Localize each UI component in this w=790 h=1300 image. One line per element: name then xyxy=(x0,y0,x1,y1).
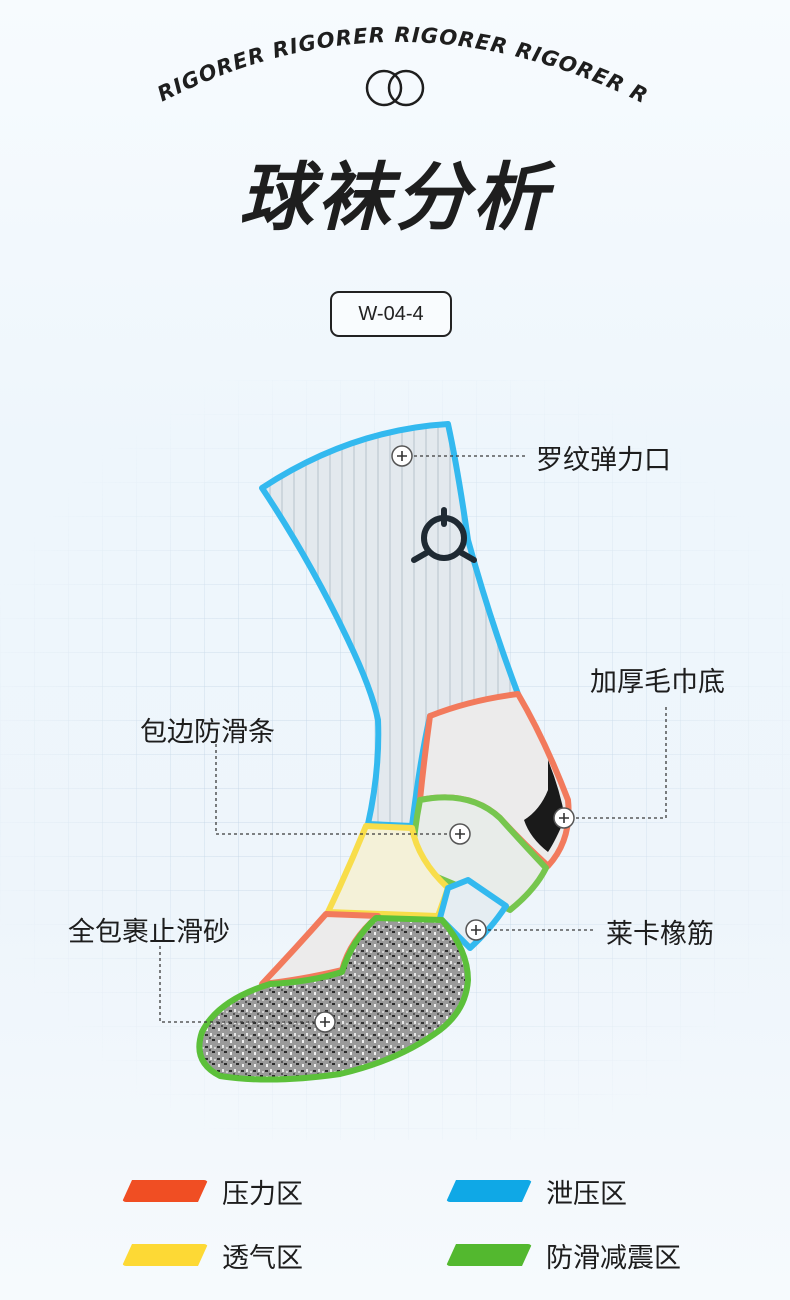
legend-label-antislip: 防滑减震区 xyxy=(546,1243,681,1274)
sock-emblem-icon xyxy=(411,507,477,563)
marker-edge-icon xyxy=(449,823,471,845)
legend-label-breathable: 透气区 xyxy=(222,1243,303,1274)
callout-edge-label: 包边防滑条 xyxy=(140,717,275,748)
marker-cuff-icon xyxy=(391,445,413,467)
callout-sole-label: 全包裹止滑砂 xyxy=(68,917,230,948)
legend-swatch-release xyxy=(446,1180,532,1202)
legend-label-pressure: 压力区 xyxy=(222,1179,303,1210)
legend-swatch-pressure xyxy=(122,1180,208,1202)
sole-grip-zone xyxy=(196,915,471,1083)
ankle-band-zone xyxy=(437,877,509,951)
legend-swatch-antislip xyxy=(446,1244,532,1266)
double-ring-logo-icon xyxy=(365,69,425,107)
callout-heel-label: 加厚毛巾底 xyxy=(590,667,725,698)
legend-swatch-breathable xyxy=(122,1244,208,1266)
model-badge: W-04-4 xyxy=(330,291,452,337)
page-title: 球袜分析 xyxy=(239,155,551,241)
marker-ankle-icon xyxy=(465,919,487,941)
callout-cuff-label: 罗纹弹力口 xyxy=(536,445,671,476)
marker-heel-icon xyxy=(553,807,575,829)
legend-label-release: 泄压区 xyxy=(546,1179,627,1210)
brand-arc: RIGORER RIGORER RIGORER RIGORER RIGORER xyxy=(0,0,651,108)
callout-ankle-label: 莱卡橡筋 xyxy=(606,919,714,950)
marker-sole-icon xyxy=(314,1011,336,1033)
